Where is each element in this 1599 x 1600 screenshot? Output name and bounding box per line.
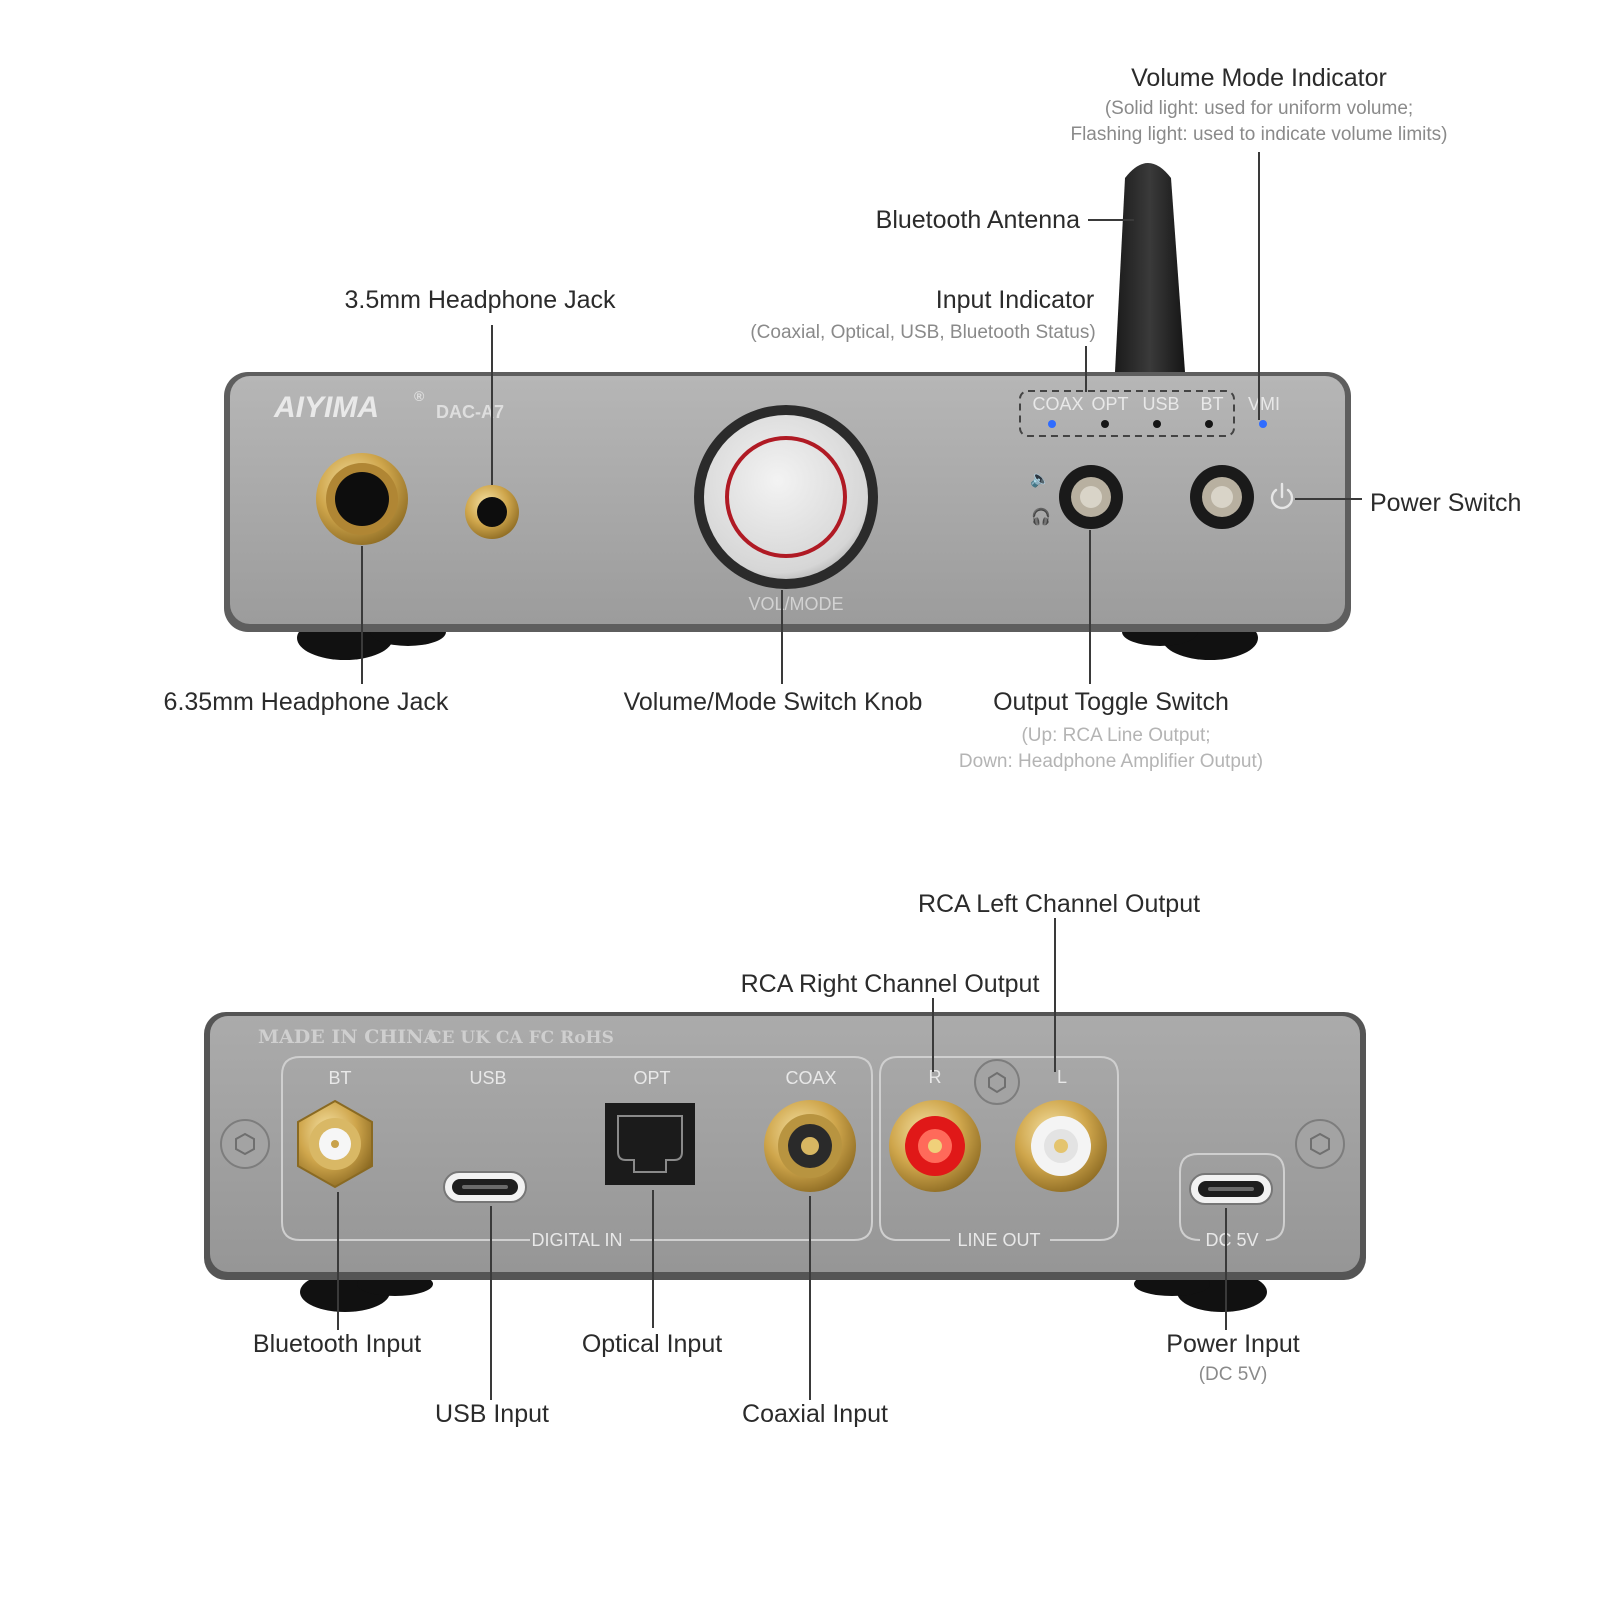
- label-input-indicator: Input Indicator: [936, 286, 1094, 314]
- dc-box: [1179, 1153, 1285, 1241]
- output-toggle-switch[interactable]: [1059, 465, 1123, 529]
- note-vmi-2: Flashing light: used to indicate volume …: [1070, 124, 1447, 145]
- rca-right-port[interactable]: [889, 1100, 981, 1192]
- front-view: AIYIMA ® DAC-A7 VOL/MODE COAX OPT USB BT VM…: [164, 64, 1522, 772]
- port-label-bt: BT: [328, 1068, 351, 1088]
- bluetooth-antenna: [1115, 163, 1185, 372]
- label-output-toggle: Output Toggle Switch: [993, 688, 1229, 716]
- indicator-label-opt: OPT: [1091, 394, 1128, 414]
- indicator-labels: COAX OPT USB BT: [1032, 394, 1224, 428]
- headphone-jack-35[interactable]: [465, 485, 519, 539]
- dc-power-port[interactable]: [1189, 1173, 1273, 1205]
- note-output-toggle-2: Down: Headphone Amplifier Output): [959, 751, 1263, 772]
- dc-5v-label: DC 5V: [1205, 1230, 1258, 1250]
- front-leader-lines: [361, 152, 1362, 684]
- note-vmi-1: (Solid light: used for uniform volume;: [1105, 98, 1413, 119]
- digital-in-box: [281, 1056, 873, 1241]
- label-power-input: Power Input: [1166, 1330, 1299, 1358]
- note-power-input: (DC 5V): [1199, 1364, 1268, 1385]
- port-labels: BT USB OPT COAX: [328, 1068, 836, 1088]
- label-volume-knob: Volume/Mode Switch Knob: [624, 688, 923, 716]
- indicator-led-usb: [1153, 420, 1161, 428]
- headphone-icon: 🎧: [1031, 507, 1051, 526]
- digital-in-label: DIGITAL IN: [531, 1230, 622, 1250]
- label-usb-input: USB Input: [435, 1400, 549, 1428]
- model-name: DAC-A7: [436, 402, 504, 422]
- screw-left: [220, 1119, 270, 1169]
- power-icon: [1270, 482, 1294, 510]
- rca-left-port[interactable]: [1015, 1100, 1107, 1192]
- port-label-opt: OPT: [633, 1068, 670, 1088]
- indicator-led-bt: [1205, 420, 1213, 428]
- label-power-switch: Power Switch: [1370, 489, 1521, 517]
- label-bluetooth-antenna: Bluetooth Antenna: [876, 206, 1080, 234]
- port-label-usb: USB: [469, 1068, 506, 1088]
- knob-ring: [725, 436, 847, 558]
- bluetooth-connector[interactable]: [297, 1099, 373, 1189]
- label-headphone-635: 6.35mm Headphone Jack: [164, 688, 449, 716]
- rca-l-label: L: [1057, 1067, 1067, 1087]
- brand-logo: AIYIMA: [273, 391, 379, 424]
- knob-label: VOL/MODE: [748, 594, 843, 614]
- made-in-china: MADE IN CHINA: [258, 1026, 439, 1048]
- coaxial-port[interactable]: [764, 1100, 856, 1192]
- label-coaxial-input: Coaxial Input: [742, 1400, 888, 1428]
- line-out-box: [879, 1056, 1119, 1241]
- label-optical-input: Optical Input: [582, 1330, 722, 1358]
- optical-port[interactable]: [605, 1103, 695, 1185]
- volume-knob[interactable]: [694, 405, 878, 589]
- port-label-coax: COAX: [785, 1068, 836, 1088]
- brand-registered-mark: ®: [414, 388, 425, 404]
- note-output-toggle-1: (Up: RCA Line Output;: [1021, 725, 1210, 746]
- rca-r-label: R: [929, 1067, 942, 1087]
- label-headphone-35: 3.5mm Headphone Jack: [345, 286, 616, 314]
- indicator-label-coax: COAX: [1032, 394, 1083, 414]
- label-rca-left: RCA Left Channel Output: [918, 890, 1200, 918]
- vmi-led: [1259, 420, 1267, 428]
- usb-c-port[interactable]: [443, 1171, 527, 1203]
- note-input-indicator: (Coaxial, Optical, USB, Bluetooth Status…: [750, 322, 1095, 343]
- label-volume-mode-indicator: Volume Mode Indicator: [1131, 64, 1387, 92]
- label-bluetooth-input: Bluetooth Input: [253, 1330, 421, 1358]
- vmi-label: VMI: [1248, 394, 1280, 414]
- speaker-icon: 🔈: [1030, 469, 1050, 488]
- screw-right: [1295, 1119, 1345, 1169]
- line-out-label: LINE OUT: [957, 1230, 1040, 1250]
- rear-leader-lines: [337, 918, 1227, 1400]
- indicator-label-bt: BT: [1200, 394, 1223, 414]
- cert-marks: CE UK CA FC RoHS: [428, 1028, 614, 1048]
- headphone-jack-635[interactable]: [316, 453, 408, 545]
- indicator-group-box: [1019, 390, 1235, 437]
- indicator-led-opt: [1101, 420, 1109, 428]
- indicator-label-usb: USB: [1142, 394, 1179, 414]
- rear-view: MADE IN CHINA CE UK CA FC RoHS BT USB OPT C…: [204, 890, 1366, 1428]
- power-switch[interactable]: [1190, 465, 1254, 529]
- label-rca-right: RCA Right Channel Output: [741, 970, 1040, 998]
- indicator-led-coax: [1048, 420, 1056, 428]
- screw-center: [974, 1059, 1020, 1105]
